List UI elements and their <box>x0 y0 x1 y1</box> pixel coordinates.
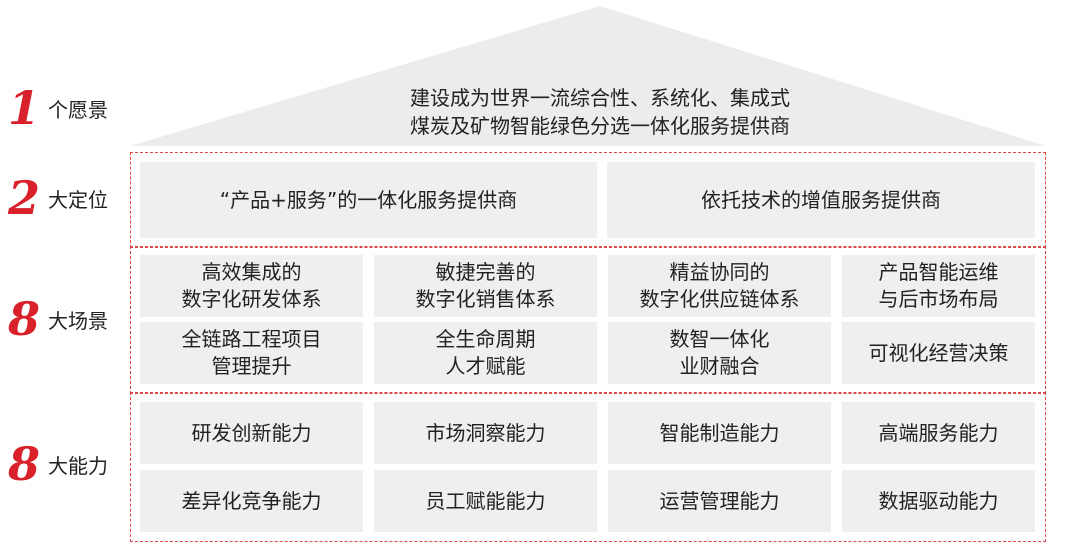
positioning-box: “产品+服务”的一体化服务提供商 <box>140 162 597 238</box>
positioning-number: 2 <box>7 171 40 225</box>
scenario-line: 敏捷完善的 <box>435 260 536 284</box>
scenario-line: 数字化销售体系 <box>415 287 556 311</box>
capabilities-number: 8 <box>7 437 40 491</box>
capability-box: 差异化竞争能力 <box>140 470 363 532</box>
scenario-line: 高效集成的 <box>201 260 302 284</box>
scenario-box: 数智一体化业财融合 <box>608 322 831 384</box>
scenario-box: 精益协同的数字化供应链体系 <box>608 255 831 317</box>
scenario-line: 全生命周期 <box>435 327 536 351</box>
capabilities-row-label: 8 大能力 <box>6 434 108 494</box>
divider <box>130 246 1046 247</box>
capability-text: 运营管理能力 <box>659 488 780 513</box>
vision-row-label: 1 个愿景 <box>6 78 108 138</box>
capability-text: 数据驱动能力 <box>878 488 999 513</box>
scenario-line: 全链路工程项目 <box>181 327 322 351</box>
scenario-line: 精益协同的 <box>669 260 770 284</box>
vision-line-1: 建设成为世界一流综合性、系统化、集成式 <box>410 86 790 110</box>
capability-text: 员工赋能能力 <box>425 488 546 513</box>
scenario-line: 业财融合 <box>679 354 760 378</box>
scenario-box: 可视化经营决策 <box>842 322 1035 384</box>
scenarios-number: 8 <box>7 292 40 346</box>
capabilities-frame <box>130 392 1046 542</box>
vision-label: 个愿景 <box>48 97 108 122</box>
scenario-line: 人才赋能 <box>445 354 526 378</box>
capability-box: 员工赋能能力 <box>374 470 597 532</box>
scenarios-frame <box>130 246 1046 394</box>
capability-box: 高端服务能力 <box>842 402 1035 464</box>
divider <box>130 392 1046 393</box>
capability-text: 市场洞察能力 <box>425 420 546 445</box>
positioning-box: 依托技术的增值服务提供商 <box>607 162 1035 238</box>
capability-box: 智能制造能力 <box>608 402 831 464</box>
scenarios-label: 大场景 <box>48 308 108 333</box>
scenario-box: 高效集成的数字化研发体系 <box>140 255 363 317</box>
vision-number: 1 <box>7 81 40 135</box>
scenario-line: 数智一体化 <box>669 327 770 351</box>
vision-statement: 建设成为世界一流综合性、系统化、集成式 煤炭及矿物智能绿色分选一体化服务提供商 <box>300 84 900 140</box>
vision-line-2: 煤炭及矿物智能绿色分选一体化服务提供商 <box>410 114 790 138</box>
scenario-line: 可视化经营决策 <box>868 340 1009 365</box>
positioning-text: “产品+服务”的一体化服务提供商 <box>219 187 518 212</box>
positioning-row-label: 2 大定位 <box>6 168 108 228</box>
capability-box: 市场洞察能力 <box>374 402 597 464</box>
capabilities-label: 大能力 <box>48 453 108 478</box>
scenario-box: 全链路工程项目管理提升 <box>140 322 363 384</box>
positioning-label: 大定位 <box>48 187 108 212</box>
scenario-box: 全生命周期人才赋能 <box>374 322 597 384</box>
scenario-line: 数字化研发体系 <box>181 287 322 311</box>
roof-shape <box>130 6 1046 146</box>
scenario-line: 管理提升 <box>211 354 292 378</box>
positioning-text: 依托技术的增值服务提供商 <box>701 187 941 212</box>
capability-text: 高端服务能力 <box>878 420 999 445</box>
scenarios-row-label: 8 大场景 <box>6 289 108 349</box>
scenario-line: 与后市场布局 <box>878 287 999 311</box>
capability-box: 研发创新能力 <box>140 402 363 464</box>
capability-text: 智能制造能力 <box>659 420 780 445</box>
capability-text: 差异化竞争能力 <box>181 488 322 513</box>
scenario-line: 数字化供应链体系 <box>639 287 800 311</box>
scenario-line: 产品智能运维 <box>878 260 999 284</box>
capability-box: 数据驱动能力 <box>842 470 1035 532</box>
capability-box: 运营管理能力 <box>608 470 831 532</box>
scenario-box: 敏捷完善的数字化销售体系 <box>374 255 597 317</box>
positioning-frame <box>130 152 1046 248</box>
scenario-box: 产品智能运维与后市场布局 <box>842 255 1035 317</box>
capability-text: 研发创新能力 <box>191 420 312 445</box>
